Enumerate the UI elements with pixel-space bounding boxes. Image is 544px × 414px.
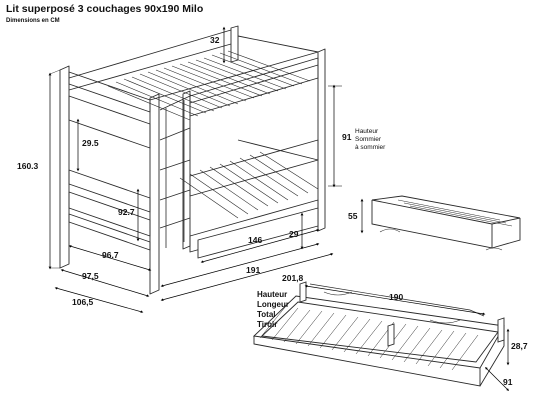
trundle-legend-line-4: Tiroir bbox=[257, 320, 278, 329]
trundle-small-drawing bbox=[360, 195, 521, 251]
bunk-dimension-lines bbox=[48, 26, 342, 313]
dim-inner-width-b: 97,5 bbox=[82, 271, 99, 281]
dim-rail-height: 29.5 bbox=[82, 138, 99, 148]
dim-top-gap: 32 bbox=[210, 35, 220, 45]
dim-outer-width: 106,5 bbox=[72, 297, 94, 307]
dim-lower-bunk-height: 92.7 bbox=[118, 207, 135, 217]
bunk-spacing-note-line-1: Hauteur bbox=[355, 128, 379, 135]
dim-drawer-front-height: 29 bbox=[289, 229, 299, 239]
trundle-legend-line-1: Hauteur bbox=[257, 290, 288, 299]
bunk-spacing-note: Hauteur Sommier à sommier bbox=[355, 128, 399, 152]
trundle-legend-line-2: Longeur bbox=[257, 300, 289, 309]
bunk-spacing-note-line-3: à sommier bbox=[355, 144, 386, 151]
dim-trundle-length: 190 bbox=[389, 292, 404, 302]
dim-drawer-length: 146 bbox=[248, 235, 263, 245]
dim-bunk-spacing: 91 bbox=[342, 132, 352, 142]
trundle-dimension-lines bbox=[304, 284, 510, 391]
dim-trundle-width: 91 bbox=[503, 377, 513, 387]
dim-trundle-height: 55 bbox=[348, 211, 358, 221]
diagram-title: Lit superposé 3 couchages 90x190 Milo bbox=[6, 3, 204, 15]
dim-bed-length-outer: 201,8 bbox=[282, 273, 304, 283]
bunk-bed-drawing bbox=[59, 25, 326, 295]
dim-total-height: 160.3 bbox=[17, 161, 39, 171]
trundle-legend: Hauteur Longeur Total Tiroir bbox=[257, 290, 289, 330]
dim-trundle-total-height: 28,7 bbox=[511, 341, 528, 351]
dim-bed-length-inner: 191 bbox=[246, 265, 261, 275]
trundle-legend-line-3: Total bbox=[257, 310, 276, 319]
bunk-spacing-note-line-2: Sommier bbox=[355, 136, 382, 143]
dim-inner-width-a: 96.7 bbox=[102, 250, 119, 260]
diagram-subtitle: Dimensions en CM bbox=[6, 18, 60, 24]
